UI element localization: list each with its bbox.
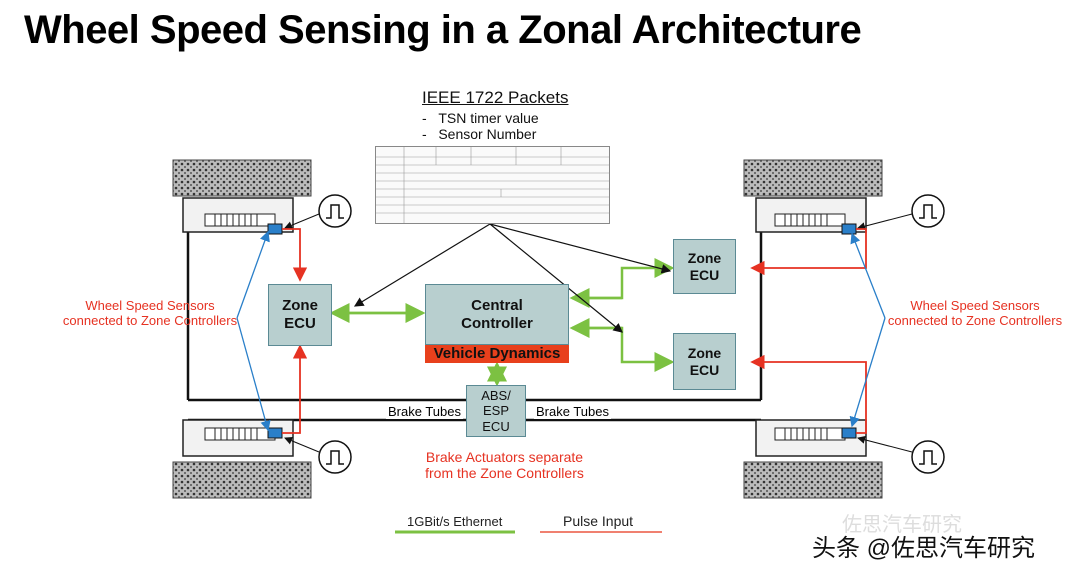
ieee-bullet: - Sensor Number <box>422 126 537 142</box>
wheel-rear-left <box>172 419 312 499</box>
packet-arrows <box>353 223 672 333</box>
vehicle-dynamics-bar: Vehicle Dynamics <box>425 345 569 363</box>
wheel-front-right <box>743 159 883 235</box>
pulse-icon <box>857 194 945 231</box>
legend-pulse-label: Pulse Input <box>563 513 634 529</box>
pulse-icon <box>284 194 352 230</box>
sensor-links <box>236 230 886 432</box>
watermark: 头条 @佐思汽车研究 <box>812 535 1036 562</box>
page-title: Wheel Speed Sensing in a Zonal Architect… <box>24 8 862 52</box>
wheel-rear-right <box>743 419 883 499</box>
brake-tubes-label-left: Brake Tubes <box>386 404 463 419</box>
ieee-title: IEEE 1722 Packets <box>422 88 569 107</box>
pulse-icon <box>284 436 352 474</box>
wheel-front-left <box>172 159 312 235</box>
pulse-icon <box>857 435 945 474</box>
packet-format-table <box>375 146 610 224</box>
pulse-wires <box>282 228 867 434</box>
legend-ethernet-label: 1GBit/s Ethernet <box>407 514 503 529</box>
watermark-faint: 佐思汽车研究 <box>842 514 962 536</box>
ieee-bullet: - TSN timer value <box>422 110 539 126</box>
brake-tubes-label-right: Brake Tubes <box>534 404 611 419</box>
